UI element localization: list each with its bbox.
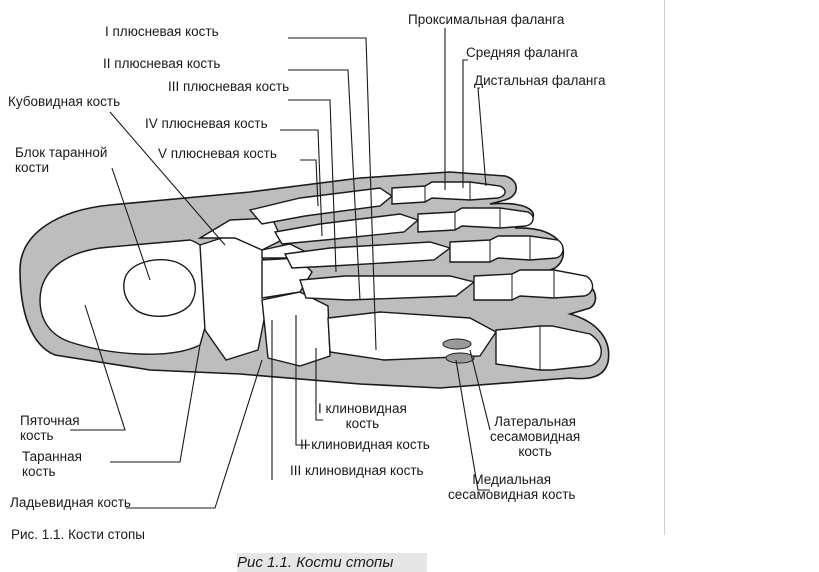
label-cuboid: Кубовидная кость xyxy=(8,94,121,109)
toe-3-phalanges xyxy=(449,235,564,263)
metatarsal-3-bone xyxy=(283,241,452,269)
foot-bones xyxy=(39,181,602,371)
metatarsal-4-bone xyxy=(273,213,420,245)
toe-5-phalanges xyxy=(391,181,506,205)
label-lateral-sesamoid: Латеральная сесамовидная кость xyxy=(490,414,581,459)
toe-4-phalanges xyxy=(417,207,534,233)
metatarsal-2-bone xyxy=(299,275,476,301)
label-medial-sesamoid: Медиальная сесамовидная кость xyxy=(448,472,576,502)
label-talus-trochlea: Блок таранной кости xyxy=(15,145,108,175)
label-distal-phalanx: Дистальная фаланга xyxy=(474,73,606,88)
label-cuneiform-3: III клиновидная кость xyxy=(290,463,424,478)
label-proximal-phalanx: Проксимальная фаланга xyxy=(408,12,565,27)
label-metatarsal-3: III плюсневая кость xyxy=(168,79,290,94)
leader-lines xyxy=(70,28,491,509)
toe-2-phalanges xyxy=(473,269,594,301)
label-metatarsal-5: V плюсневая кость xyxy=(158,146,277,161)
label-navicular: Ладьевидная кость xyxy=(10,495,131,510)
talus-trochlea-bone xyxy=(123,259,196,317)
label-middle-phalanx: Средняя фаланга xyxy=(466,45,578,60)
label-metatarsal-1: I плюсневая кость xyxy=(105,24,219,39)
label-metatarsal-2: II плюсневая кость xyxy=(103,56,221,71)
figure-caption: Рис. 1.1. Кости стопы xyxy=(11,527,145,542)
lateral-sesamoid-bone xyxy=(442,338,472,350)
label-calcaneus: Пяточная кость xyxy=(20,413,80,443)
label-metatarsal-4: IV плюсневая кость xyxy=(145,116,268,131)
label-cuneiform-1: I клиновидная кость xyxy=(318,401,407,431)
divider-line xyxy=(664,0,665,535)
label-talus: Таранная кость xyxy=(22,449,82,479)
medial-sesamoid-bone xyxy=(445,352,475,364)
label-cuneiform-2: II клиновидная кость xyxy=(300,437,430,452)
joint-lines xyxy=(424,182,555,370)
sub-caption: Рис 1.1. Кости стопы xyxy=(237,553,427,572)
toe-1-phalanges xyxy=(495,325,602,371)
